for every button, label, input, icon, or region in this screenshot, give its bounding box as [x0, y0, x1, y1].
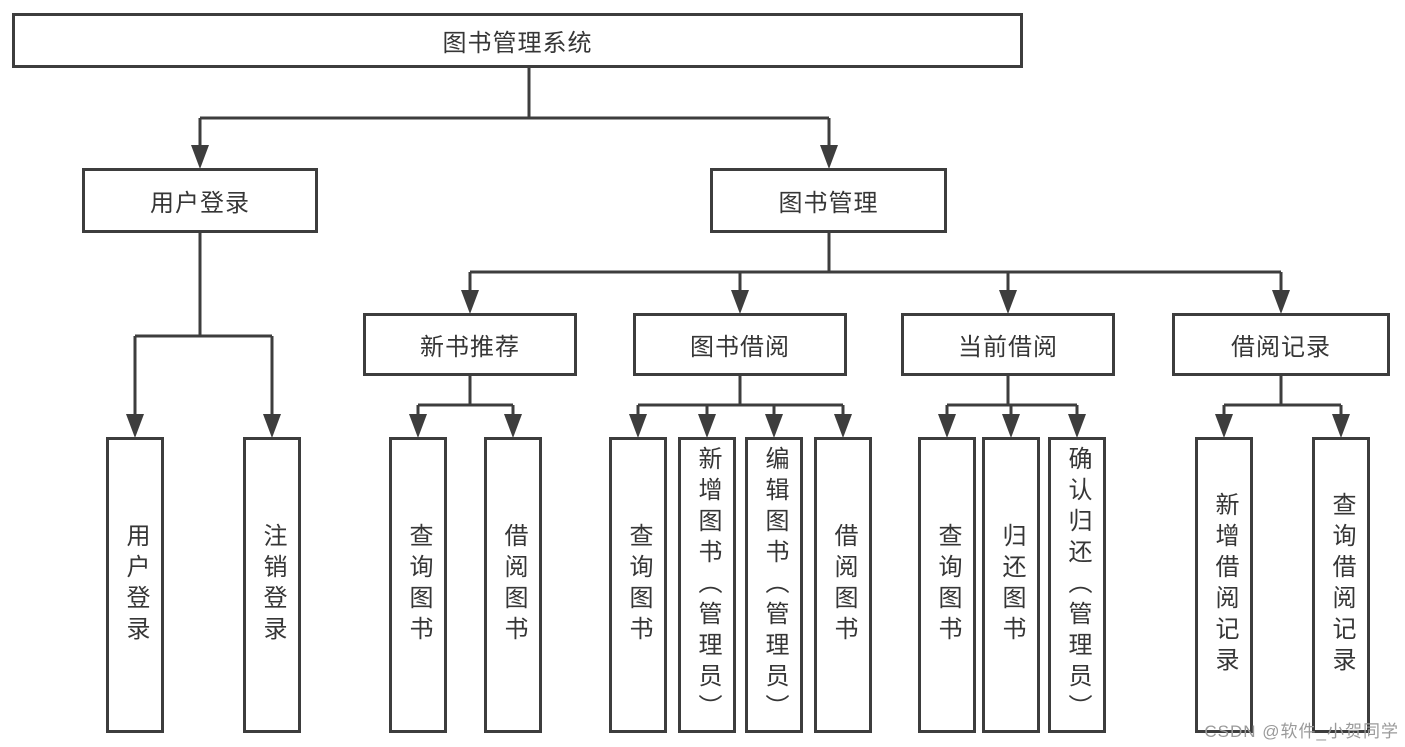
node-label: 用户登录	[150, 190, 250, 217]
leaf-recommend-query-books: 查询图书	[389, 437, 447, 733]
leaf-borrow-query-books: 查询图书	[609, 437, 667, 733]
node-library-management-system: 图书管理系统	[12, 13, 1023, 68]
leaf-label: 注销登录	[259, 523, 286, 647]
leaf-logout: 注销登录	[243, 437, 301, 733]
leaf-label: 查询图书	[625, 523, 652, 647]
arrowheads	[126, 145, 1350, 438]
csdn-watermark: CSDN @软件_小贺同学	[1204, 722, 1399, 741]
leaf-label: 编辑图书（管理员）	[761, 445, 788, 725]
leaf-label: 查询图书	[405, 523, 432, 647]
leaf-return-books: 归还图书	[982, 437, 1040, 733]
node-label: 图书管理系统	[442, 30, 593, 57]
node-current-borrow: 当前借阅	[901, 313, 1115, 376]
leaf-label: 查询借阅记录	[1328, 492, 1355, 678]
leaf-add-borrow-record: 新增借阅记录	[1195, 437, 1253, 733]
leaf-label: 借阅图书	[830, 523, 857, 647]
node-book-management: 图书管理	[710, 168, 947, 233]
leaf-confirm-return-admin: 确认归还（管理员）	[1048, 437, 1106, 733]
leaf-recommend-borrow-books: 借阅图书	[484, 437, 542, 733]
node-label: 图书借阅	[690, 334, 790, 361]
leaf-label: 新增借阅记录	[1211, 492, 1238, 678]
leaf-user-login: 用户登录	[106, 437, 164, 733]
leaf-label: 归还图书	[998, 523, 1025, 647]
leaf-label: 确认归还（管理员）	[1064, 445, 1091, 725]
node-label: 图书管理	[778, 190, 879, 217]
leaf-add-books-admin: 新增图书（管理员）	[678, 437, 736, 733]
node-user-login: 用户登录	[82, 168, 318, 233]
leaf-borrow-books: 借阅图书	[814, 437, 872, 733]
node-borrow-records: 借阅记录	[1172, 313, 1390, 376]
node-label: 借阅记录	[1231, 334, 1331, 361]
leaf-current-query-books: 查询图书	[918, 437, 976, 733]
node-label: 新书推荐	[420, 334, 520, 361]
leaf-label: 用户登录	[122, 523, 149, 647]
leaf-edit-books-admin: 编辑图书（管理员）	[745, 437, 803, 733]
node-label: 当前借阅	[958, 334, 1058, 361]
leaf-label: 借阅图书	[500, 523, 527, 647]
node-book-borrow: 图书借阅	[633, 313, 847, 376]
leaf-query-borrow-record: 查询借阅记录	[1312, 437, 1370, 733]
node-new-book-recommend: 新书推荐	[363, 313, 577, 376]
leaf-label: 查询图书	[934, 523, 961, 647]
leaf-label: 新增图书（管理员）	[694, 445, 721, 725]
